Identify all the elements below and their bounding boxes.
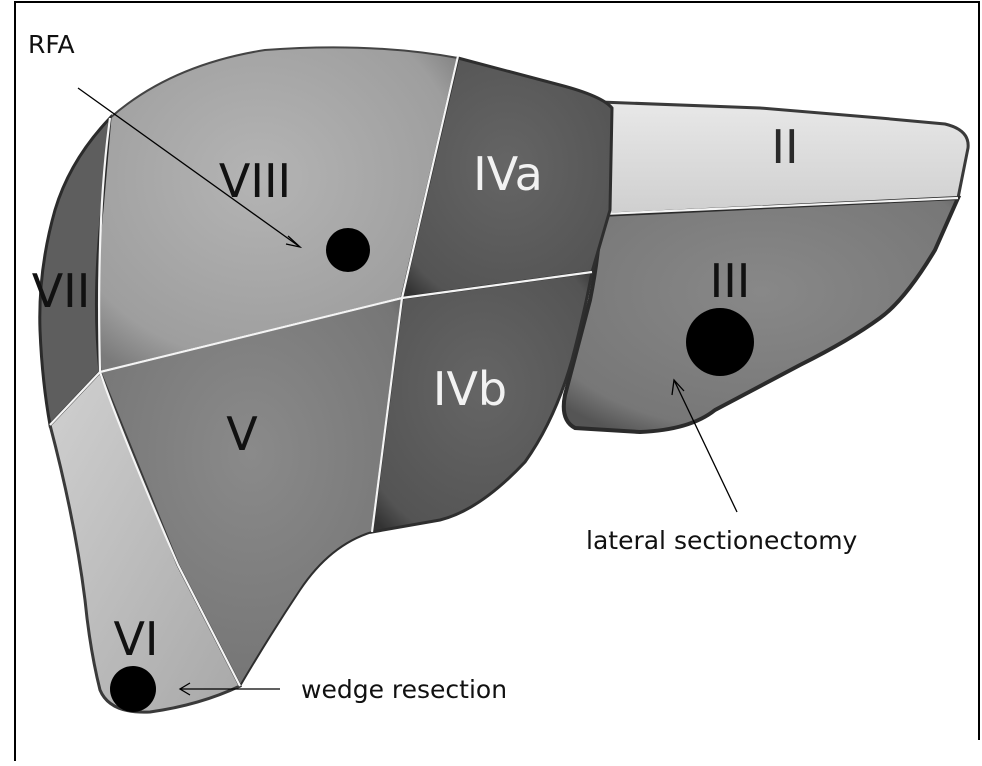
segment-label-v: V (226, 407, 258, 461)
segment-iii-shape (564, 198, 958, 432)
segment-label-ii: II (771, 120, 798, 174)
segment-label-vii: VII (32, 264, 91, 318)
lateral-sectionectomy-label: lateral sectionectomy (586, 526, 858, 555)
segment-label-vi: VI (113, 612, 158, 666)
segment-label-iva: IVa (473, 147, 543, 201)
segment-label-ivb: IVb (433, 362, 507, 416)
segment-label-iii: III (710, 254, 751, 308)
tumor-segment-vi (110, 666, 156, 712)
segment-label-viii: VIII (219, 154, 291, 208)
tumor-segment-viii (326, 228, 370, 272)
rfa-label: RFA (28, 30, 75, 59)
wedge-resection-label: wedge resection (301, 675, 507, 704)
tumor-segment-iii (686, 308, 754, 376)
